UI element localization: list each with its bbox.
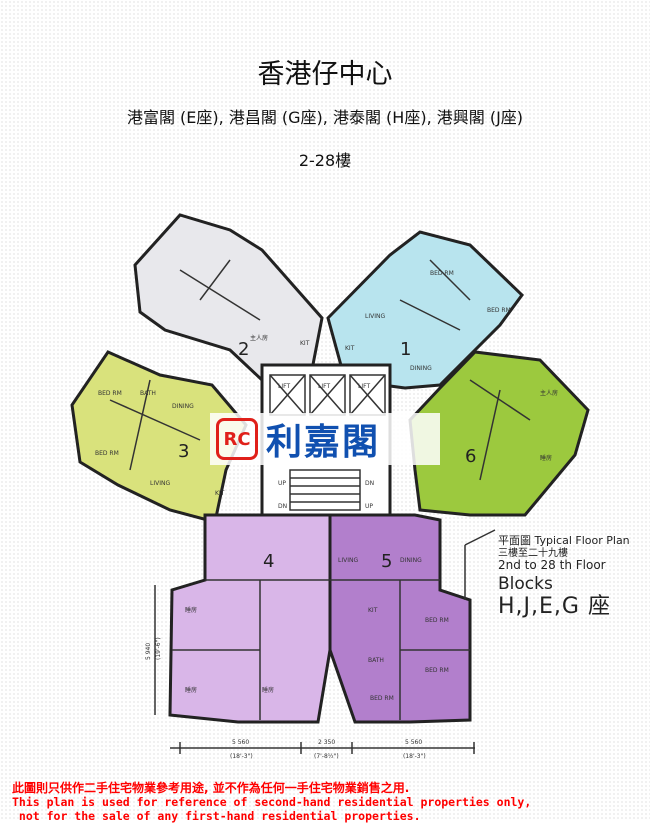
dimension-label: (19'-6") [155, 637, 162, 660]
legend-blocks-label: Blocks [498, 573, 553, 594]
dimension-label: 5 560 [405, 739, 422, 746]
room-label: 睡房 [185, 686, 197, 694]
dimension-label: 5 560 [232, 739, 249, 746]
unit-2 [133, 213, 324, 382]
legend-plan-type: 平面圖 Typical Floor Plan [498, 534, 630, 547]
disclaimer-english-2: not for the sale of any first-hand resid… [12, 809, 421, 823]
blocks-subtitle: 港富閣 (E座), 港昌閣 (G座), 港泰閣 (H座), 港興閣 (J座) [126, 108, 524, 127]
stair-label: DN [278, 503, 287, 510]
unit-3-number: 3 [178, 441, 189, 462]
legend-blocks-list: H,J,E,G 座 [498, 594, 611, 620]
rc-logo-mark: RC [216, 418, 258, 460]
stair-label: UP [278, 480, 286, 487]
room-label: LIVING [150, 480, 170, 487]
room-label: BED RM [370, 695, 394, 702]
legend-floors-en: 2nd to 28 th Floor [498, 558, 606, 573]
page-title: 香港仔中心 [257, 59, 393, 90]
room-label: KIT [345, 345, 355, 352]
room-label: KIT [300, 340, 310, 347]
room-label: DINING [410, 365, 432, 372]
room-label: BATH [368, 657, 384, 664]
unit-1-number: 1 [400, 339, 411, 360]
room-label: LIVING [365, 313, 385, 320]
dimension-label: (7'-8½") [314, 753, 339, 760]
unit-4-number: 4 [263, 551, 274, 572]
room-label: KIT [368, 607, 378, 614]
unit-6 [408, 350, 590, 517]
room-label: 睡房 [185, 606, 197, 614]
dimension-label: (18'-3") [230, 753, 253, 760]
room-label: BED RM [95, 450, 119, 457]
room-label: BED RM [487, 307, 511, 314]
room-label: KIT [215, 490, 225, 497]
stair-label: DN [365, 480, 374, 487]
unit-3 [70, 350, 248, 524]
stair-label: UP [365, 503, 373, 510]
room-label: 主人房 [540, 389, 558, 397]
unit-2-number: 2 [238, 339, 249, 360]
lift-label: LIFT [358, 383, 370, 390]
disclaimer: 此圖則只供作二手住宅物業參考用途, 並不作為任何一手住宅物業銷售之用. This… [12, 781, 531, 823]
room-label: BATH [140, 390, 156, 397]
floor-range: 2-28樓 [298, 151, 352, 170]
room-label: DINING [172, 403, 194, 410]
unit-6-number: 6 [465, 446, 476, 467]
agency-name: 利嘉閣 [266, 421, 381, 463]
room-label: LIVING [338, 557, 358, 564]
legend-floors-cn: 三樓至二十九樓 [498, 547, 568, 559]
room-label: 睡房 [262, 686, 274, 694]
lift-label: LIFT [318, 383, 330, 390]
plan-legend: 平面圖 Typical Floor Plan 三樓至二十九樓 2nd to 28… [498, 534, 630, 620]
disclaimer-chinese: 此圖則只供作二手住宅物業參考用途, 並不作為任何一手住宅物業銷售之用. [12, 781, 410, 795]
dimension-label: 5 940 [145, 643, 152, 660]
unit-5-number: 5 [381, 551, 392, 572]
room-label: 睡房 [540, 454, 552, 462]
dimension-label: (18'-3") [403, 753, 426, 760]
room-label: BED RM [98, 390, 122, 397]
lift-label: LIFT [278, 383, 290, 390]
room-label: BED RM [425, 617, 449, 624]
room-label: DINING [400, 557, 422, 564]
dimension-label: 2 350 [318, 739, 335, 746]
agency-logo: RC 利嘉閣 [210, 413, 440, 465]
disclaimer-english-1: This plan is used for reference of secon… [12, 795, 532, 809]
room-label: BED RM [430, 270, 454, 277]
room-label: BED RM [425, 667, 449, 674]
room-label: 主人房 [250, 334, 268, 342]
